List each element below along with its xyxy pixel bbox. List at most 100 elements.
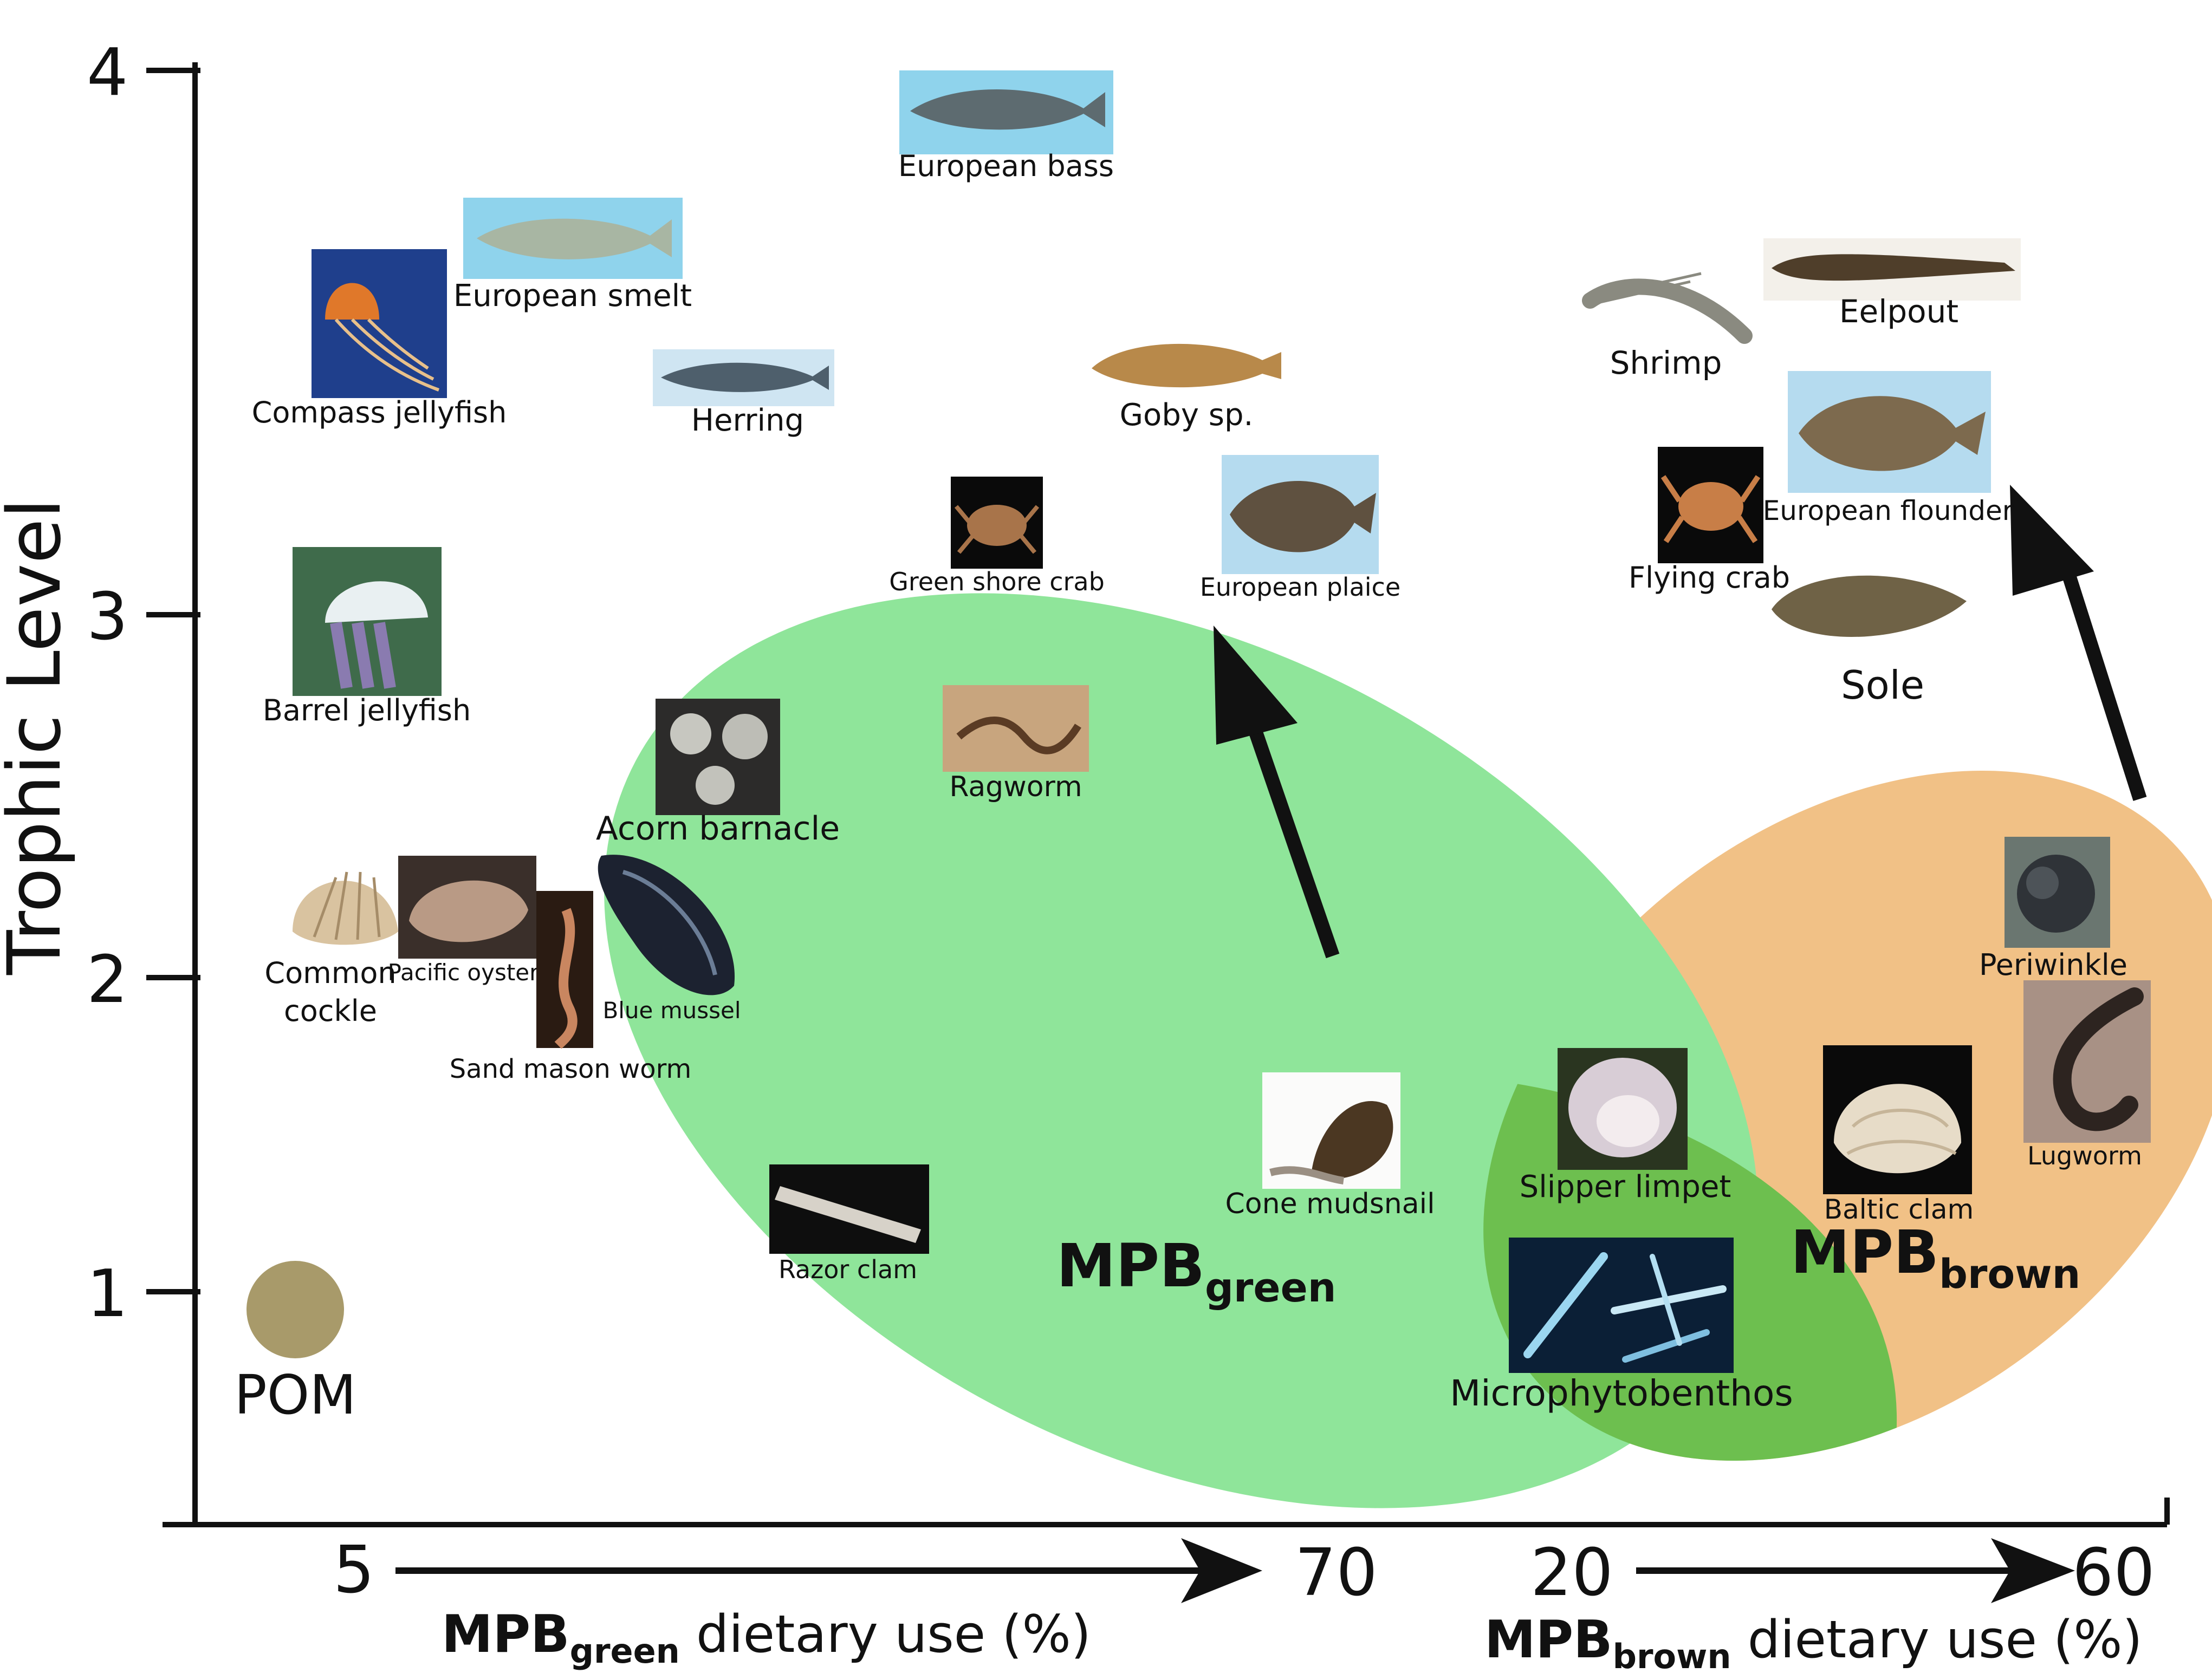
species-baltic-clam: Baltic clam [1823, 1045, 1974, 1225]
sole-label: Sole [1841, 662, 1924, 708]
herring-fish-icon [661, 362, 829, 392]
european-flounder-label: European flounder [1763, 495, 2014, 526]
razor-clam-label: Razor clam [779, 1255, 917, 1284]
species-sand-mason-worm: Sand mason worm [450, 891, 692, 1084]
eelpout-fish-icon [1772, 254, 2015, 281]
blue-mussel-label: Blue mussel [602, 997, 741, 1024]
periwinkle-icon [2017, 855, 2095, 933]
baltic-clam-label: Baltic clam [1824, 1194, 1974, 1225]
european-bass-label: European bass [898, 149, 1114, 183]
microphytobenthos-label: Microphytobenthos [1450, 1372, 1793, 1414]
sand-mason-worm-icon [554, 908, 578, 1049]
cone-mudsnail-foot [1269, 1166, 1344, 1184]
compass-jellyfish-tentacles [334, 318, 440, 392]
flying-crab-icon [1678, 482, 1743, 531]
species-european-smelt: European smelt [453, 198, 692, 314]
species-lugworm: Lugworm [2023, 980, 2151, 1170]
barnacle-icon-1 [670, 713, 711, 754]
shrimp-label: Shrimp [1610, 344, 1722, 381]
barnacle-icon-3 [696, 766, 735, 805]
brown-axis-arrow-head [1991, 1538, 2075, 1603]
brown-axis-start: 20 [1530, 1535, 1613, 1611]
razor-clam-icon [775, 1186, 921, 1243]
common-cockle-label-2: cockle [284, 994, 377, 1028]
ragworm-icon [956, 717, 1081, 754]
slipper-limpet-inner [1597, 1095, 1659, 1147]
microphytobenthos-photo [1509, 1238, 1734, 1373]
species-european-plaice: European plaice [1200, 455, 1400, 602]
brown-trend-arrow-head [2010, 485, 2094, 596]
blue-mussel-icon [598, 855, 735, 995]
pom-node: POM [234, 1261, 356, 1427]
y-tick-label-4: 4 [87, 35, 128, 110]
baltic-clam-bands [1846, 1109, 1957, 1155]
brown-trend-arrow-shaft [2060, 567, 2147, 801]
periwinkle-whorl [2026, 867, 2059, 899]
green-axis-title: MPBgreen dietary use (%) [442, 1605, 1091, 1671]
barrel-jellyfish-label: Barrel jellyfish [263, 693, 471, 727]
plaice-fish-icon [1230, 480, 1376, 552]
periwinkle-label: Periwinkle [1979, 948, 2127, 982]
brown-axis-end: 60 [2072, 1535, 2155, 1611]
diatom-icon-3 [1622, 1329, 1710, 1363]
barrel-jellyfish-arms [330, 622, 396, 689]
pom-dot [247, 1261, 344, 1358]
green-axis-arrow-head [1181, 1538, 1262, 1603]
species-european-flounder: European flounder [1763, 371, 2014, 526]
species-blue-mussel: Blue mussel [598, 855, 741, 1024]
pacific-oyster-label: Pacific oyster [388, 959, 540, 986]
trend-arrows [1214, 485, 2147, 959]
green-trend-arrow-shaft [1239, 701, 1340, 959]
sand-mason-worm-label: Sand mason worm [450, 1054, 692, 1084]
flying-crab-label: Flying crab [1629, 561, 1790, 595]
species-green-shore-crab: Green shore crab [889, 477, 1105, 596]
sole-fish-icon [1772, 575, 1967, 637]
goby-label: Goby sp. [1120, 398, 1254, 433]
lugworm-label: Lugworm [2027, 1141, 2142, 1170]
herring-label: Herring [691, 403, 804, 438]
barnacle-icon-2 [722, 714, 768, 759]
species-slipper-limpet: Slipper limpet [1520, 1048, 1731, 1205]
species-goby: Goby sp. [1092, 343, 1281, 433]
smelt-fish-icon [477, 218, 672, 259]
european-smelt-label: European smelt [453, 278, 692, 314]
common-cockle-icon [293, 881, 398, 945]
barrel-jellyfish-icon [325, 581, 428, 623]
bass-fish-icon [910, 89, 1105, 130]
common-cockle-ribs [313, 871, 381, 940]
species-compass-jellyfish: Compass jellyfish [252, 249, 507, 429]
mpb-green-label: MPBgreen [1056, 1231, 1336, 1311]
y-tick-label-3: 3 [87, 580, 128, 655]
species-ragworm: Ragworm [943, 685, 1089, 803]
lugworm-icon [2053, 987, 2144, 1131]
acorn-barnacle-label: Acorn barnacle [596, 810, 840, 848]
cone-mudsnail-icon [1311, 1101, 1393, 1178]
species-microphytobenthos: Microphytobenthos [1450, 1238, 1793, 1414]
species-periwinkle: Periwinkle [1979, 837, 2127, 982]
compass-jellyfish-label: Compass jellyfish [252, 395, 507, 429]
species-shrimp: Shrimp [1582, 272, 1753, 381]
pom-label: POM [234, 1363, 356, 1427]
cone-mudsnail-label: Cone mudsnail [1225, 1188, 1435, 1220]
green-shore-crab-icon [967, 505, 1027, 546]
green-axis-end: 70 [1295, 1535, 1378, 1611]
species-barrel-jellyfish: Barrel jellyfish [263, 547, 471, 727]
axes [146, 62, 2170, 1527]
flounder-fish-icon [1799, 396, 1986, 471]
species-pacific-oyster: Pacific oyster [388, 856, 540, 986]
species-common-cockle: Common cockle [264, 871, 398, 1028]
diatom-icon-4 [1650, 1254, 1682, 1346]
species-cone-mudsnail: Cone mudsnail [1225, 1072, 1435, 1220]
y-axis-title: Trophic Level [0, 498, 77, 975]
green-shore-crab-legs [954, 505, 1040, 554]
common-cockle-label-1: Common [264, 956, 396, 990]
y-tick-label-1: 1 [87, 1257, 128, 1332]
diatom-icon-1 [1523, 1252, 1608, 1358]
green-trend-arrow-head [1214, 626, 1298, 745]
species-razor-clam: Razor clam [769, 1164, 929, 1284]
goby-fish-icon [1092, 343, 1281, 388]
ragworm-label: Ragworm [949, 771, 1082, 803]
species-herring: Herring [653, 349, 834, 438]
